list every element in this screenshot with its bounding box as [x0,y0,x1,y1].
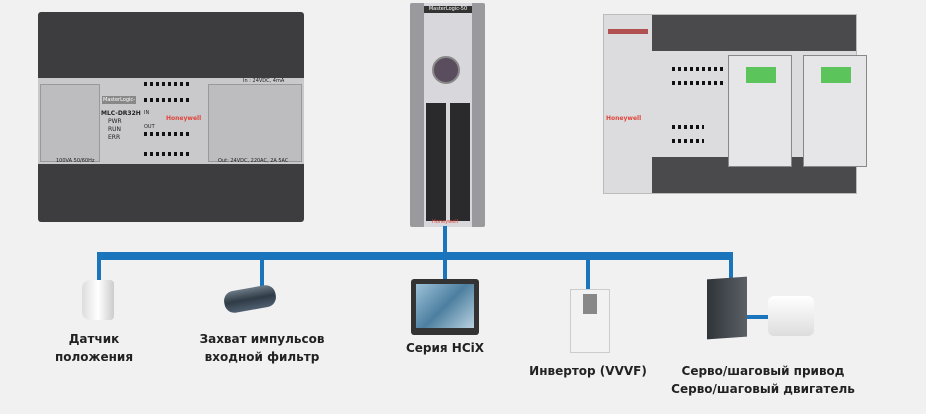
plc-compact-right: Honeywell [603,14,867,194]
label-inverter: Инвертор (VVVF) [529,362,647,380]
servo-motor-icon [768,296,814,336]
label-encoder: Датчик положения [55,330,133,366]
spec-power: 100VA 50/60Hz [56,158,95,164]
encoder-icon [82,280,114,320]
label-line: Захват импульсов [199,332,325,346]
label-line: Датчик [68,332,120,346]
vendor-logo: Honeywell [432,219,458,225]
serial-port [432,56,460,84]
bus-drop-inverter [586,252,590,290]
led-err: ERR [108,134,121,141]
plc-slim-center: MasterLogic-50 Honeywell [410,3,485,227]
label-line: Серво/шаговый привод [681,364,845,378]
label-line: Серво/шаговый двигатель [671,382,855,396]
hmi-panel-icon [411,279,479,335]
brand-badge: MasterLogic-50 [424,6,472,13]
label-line: Серия HCiX [405,341,485,355]
bus-drop-center-plc [443,226,447,280]
led-pwr: PWR [108,118,122,125]
proximity-sensor-icon [222,283,278,315]
model-label: MLC-DR32H [101,110,141,117]
label-hmi: Серия HCiX [406,339,484,357]
servo-motor-link [745,315,769,319]
inverter-icon [570,289,610,353]
label-line: Инвертор (VVVF) [529,364,647,378]
servo-drive-icon [707,276,747,340]
network-bus [97,252,733,260]
label-pulse-capture: Захват импульсов входной фильтр [200,330,325,366]
vendor-logo: Honeywell [166,115,202,122]
bus-drop-sensor [260,252,264,288]
spec-in: In : 24VDC, 4mA [243,78,285,84]
spec-out: Out: 24VDC, 220AC, 2A 5AC [218,158,289,164]
led-run: RUN [108,126,122,133]
bus-drop-servo [729,252,733,280]
plc-compact-left: MasterLogic-50 MLC-DR32H PWR RUN ERR IN … [38,12,304,222]
label-line: входной фильтр [204,350,320,364]
brand-badge: MasterLogic-50 [102,96,136,104]
vendor-logo: Honeywell [606,115,642,122]
out-label: OUT [144,124,155,130]
bus-drop-encoder [97,252,101,282]
in-label: IN [144,110,150,116]
label-line: положения [54,350,134,364]
